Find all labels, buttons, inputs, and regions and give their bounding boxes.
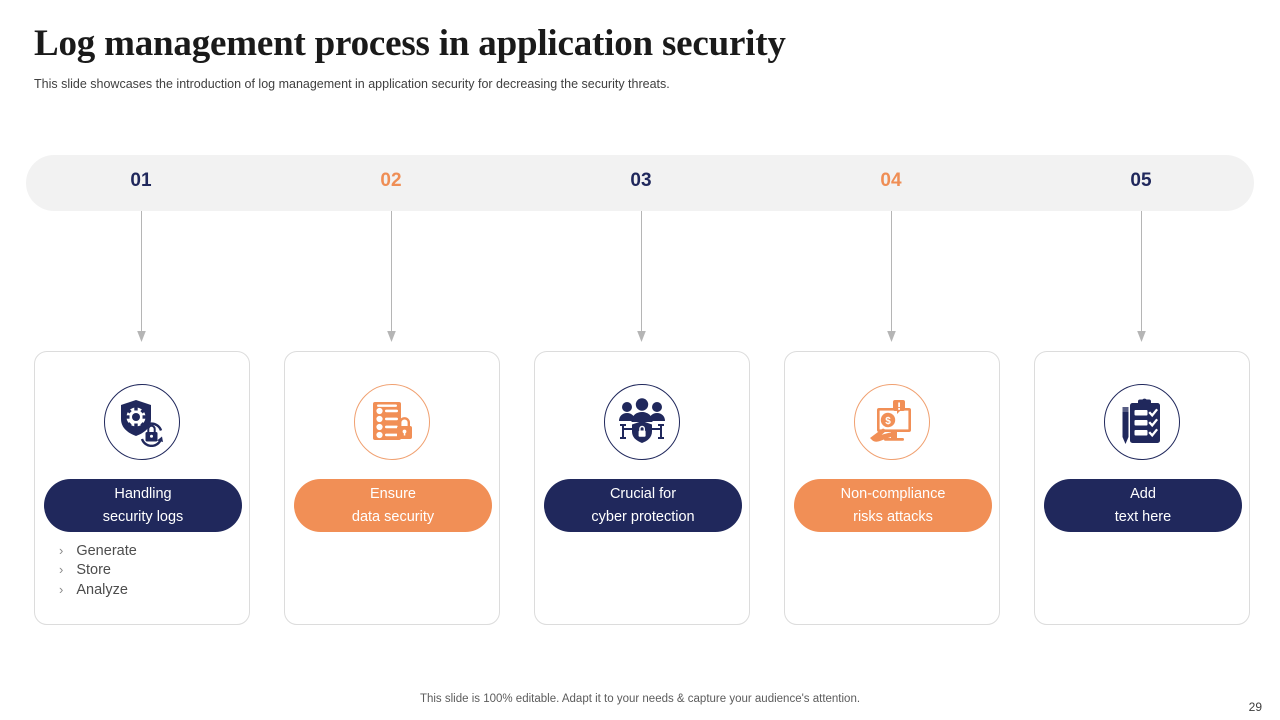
checklist-document-lock-icon xyxy=(354,384,430,460)
chevron-right-icon: › xyxy=(59,562,64,578)
list-item: › Store xyxy=(59,561,137,580)
process-card-4[interactable]: $ Non-compliance risks attacks xyxy=(784,351,1000,625)
card-1-pill-line1: Handling xyxy=(114,486,172,503)
connector-arrow-02 xyxy=(387,211,396,342)
card-1-pill[interactable]: Handling security logs xyxy=(44,479,242,532)
footer-note: This slide is 100% editable. Adapt it to… xyxy=(419,693,861,705)
chevron-right-icon: › xyxy=(59,543,64,558)
process-card-3[interactable]: Crucial for cyber protection xyxy=(534,351,750,625)
card-4-pill[interactable]: Non-compliance risks attacks xyxy=(794,479,992,532)
list-item: › Analyze xyxy=(59,581,137,600)
step-number-03: 03 xyxy=(630,170,652,191)
shield-gear-lock-icon xyxy=(104,384,180,460)
connector-arrow-01 xyxy=(137,211,146,342)
card-2-pill[interactable]: Ensure data security xyxy=(294,479,492,532)
card-3-pill-line1: Crucial for xyxy=(609,486,677,503)
process-card-2[interactable]: Ensure data security xyxy=(284,351,500,625)
card-2-pill-line1: Ensure xyxy=(370,486,416,503)
bullet-text: Analyze xyxy=(76,581,128,598)
bullet-text: Store xyxy=(76,562,112,579)
card-5-pill-line2: text here xyxy=(1114,508,1172,525)
card-1-pill-line2: security logs xyxy=(102,508,184,525)
process-card-1[interactable]: Handling security logs › Generate › Store … xyxy=(34,351,250,625)
page-title: Log management process in application se… xyxy=(34,23,786,64)
connector-arrow-03 xyxy=(637,211,646,342)
chevron-right-icon: › xyxy=(59,581,64,597)
card-2-pill-line2: data security xyxy=(351,508,435,525)
people-network-shield-lock-icon xyxy=(604,384,680,460)
card-1-bullet-list: › Generate › Store › Analyze xyxy=(59,542,137,600)
card-5-pill-line1: Add xyxy=(1130,486,1156,503)
svg-text:$: $ xyxy=(885,416,891,427)
page-subtitle: This slide showcases the introduction of… xyxy=(34,77,670,91)
card-4-pill-line1: Non-compliance xyxy=(840,486,946,503)
bullet-text: Generate xyxy=(76,543,137,559)
card-3-pill[interactable]: Crucial for cyber protection xyxy=(544,479,742,532)
step-number-01: 01 xyxy=(130,170,152,191)
step-number-04: 04 xyxy=(880,170,902,191)
steps-bar xyxy=(26,155,1254,211)
card-5-pill[interactable]: Add text here xyxy=(1044,479,1242,532)
connector-arrow-04 xyxy=(887,211,896,342)
monitor-money-alert-hand-icon: $ xyxy=(854,384,930,460)
process-card-5[interactable]: Add text here xyxy=(1034,351,1250,625)
list-item: › Generate xyxy=(59,542,137,561)
page-number: 29 xyxy=(1248,700,1262,714)
step-number-02: 02 xyxy=(380,170,402,191)
step-number-05: 05 xyxy=(1130,170,1152,191)
card-4-pill-line2: risks attacks xyxy=(853,508,933,525)
card-3-pill-line2: cyber protection xyxy=(591,508,695,525)
clipboard-checklist-pen-icon xyxy=(1104,384,1180,460)
connector-arrow-05 xyxy=(1137,211,1146,342)
